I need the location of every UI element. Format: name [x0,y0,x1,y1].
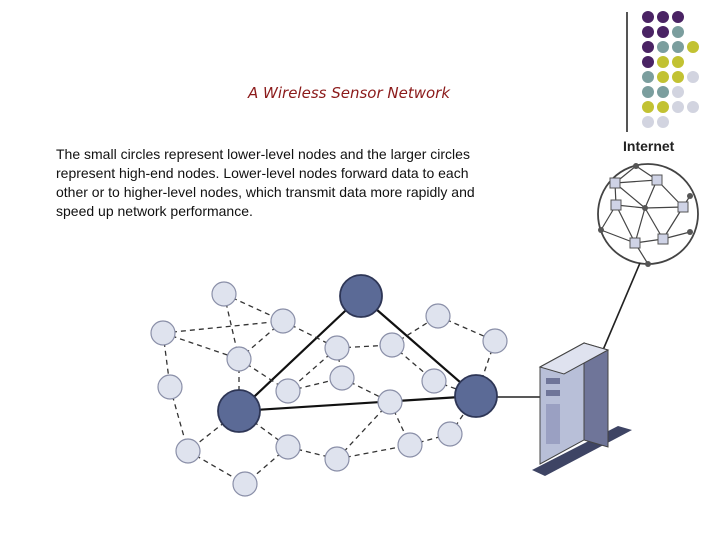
decorative-dot [657,101,669,113]
decorative-dot [672,26,684,38]
decorative-dot [687,71,699,83]
high-end-nodes [217,274,498,433]
internet-link [602,262,641,351]
low-level-nodes [150,281,508,497]
internet-mesh [597,163,699,267]
decorative-dot [672,86,684,98]
decorative-dot [657,41,669,53]
decorative-dot [687,41,699,53]
slide-title: A Wireless Sensor Network [248,84,451,102]
decorative-divider [626,12,628,132]
decorative-dot [657,86,669,98]
high-end-links [238,295,477,413]
decorative-dot [642,26,654,38]
decorative-dot [672,101,684,113]
decorative-dot [657,116,669,128]
decorative-dot [642,56,654,68]
internet-label: Internet [623,138,675,154]
decorative-dot [672,71,684,83]
decorative-dot [642,86,654,98]
decorative-dot [672,41,684,53]
decorative-dot [657,56,669,68]
decorative-dot [642,71,654,83]
decorative-dot [657,26,669,38]
decorative-dot [642,41,654,53]
decorative-dot [657,71,669,83]
decorative-dot [672,56,684,68]
decorative-dot [687,101,699,113]
decorative-dot [642,11,654,23]
server-icon [532,342,632,476]
decorative-dot [642,101,654,113]
decorative-dot [657,11,669,23]
decorative-dot [642,116,654,128]
decorative-dot [672,11,684,23]
description-text: The small circles represent lower-level … [56,146,475,219]
